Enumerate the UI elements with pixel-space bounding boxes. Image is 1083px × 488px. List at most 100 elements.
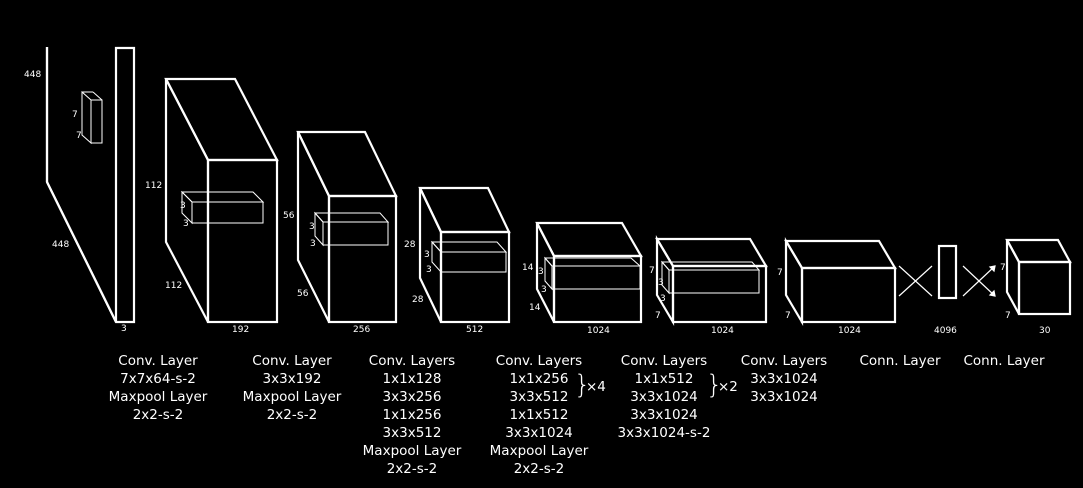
block-4-width-label: 14 [529,303,541,313]
caption-fc-2: Conn. Layer [952,352,1056,370]
caption-block-6: Conv. Layers 3x3x1024 3x3x1024 [728,352,840,406]
caption-line: Conv. Layer [252,353,332,369]
block-3-height-label: 28 [404,240,416,250]
caption-line: 3x3x1024-s-2 [617,425,711,441]
caption-line: 3x3x512 [382,425,442,441]
caption-line: Conv. Layers [740,353,828,369]
caption-line: 3x3x192 [262,371,322,387]
caption-line: 1x1x128 [382,371,442,387]
input-block: 448 448 3 7 7 [24,46,136,334]
repeat-group: 1x1x512 3x3x1024 } ×2 [608,370,738,406]
caption-line: 1x1x512 [634,371,694,387]
caption-line: 7x7x64-s-2 [120,371,196,387]
output-width-label: 7 [1005,311,1011,321]
caption-fc-1: Conn. Layer [848,352,952,370]
caption-line: 3x3x1024 [630,389,698,405]
block-5-width-label: 7 [655,311,661,321]
caption-line: 1x1x256 [382,407,442,423]
output-height-label: 7 [1000,263,1006,273]
output-channel-label: 30 [1039,326,1051,336]
caption-line: 3x3x1024 [750,389,818,405]
connection-arrows-1 [898,265,933,297]
caption-line: Maxpool Layer [108,389,208,405]
caption-line: Conv. Layers [620,353,708,369]
block-2-kernel [313,211,390,247]
caption-block-2: Conv. Layer 3x3x192 Maxpool Layer 2x2-s-… [232,352,352,424]
block-5-height-label: 7 [649,266,655,276]
caption-line: Conv. Layers [495,353,583,369]
block-5-kernel-label-2: 3 [660,294,666,304]
caption-block-1: Conv. Layer 7x7x64-s-2 Maxpool Layer 2x2… [98,352,218,424]
caption-line: Maxpool Layer [362,443,462,459]
block-3-kernel-label-1: 3 [424,250,430,260]
fc-layer-4096: 4096 [934,244,957,336]
block-2-width-label: 56 [297,289,309,299]
fc-channel-label: 4096 [934,326,957,336]
block-4-height-label: 14 [522,263,534,273]
block-1-kernel [180,190,265,225]
block-1-kernel-label-1: 3 [180,201,186,211]
block-5: 7 7 1024 3 3 [649,234,768,336]
input-width-label: 448 [52,240,69,250]
input-kernel [81,90,103,145]
repeat-brace: } [574,370,591,400]
block-1: 112 112 192 3 3 [145,77,279,335]
repeat-brace: } [706,370,723,400]
caption-line: 2x2-s-2 [132,407,184,423]
caption-line: 3x3x1024 [505,425,573,441]
block-2-height-label: 56 [283,211,295,221]
repeat-multiplier: ×4 [586,379,606,395]
input-channel-label: 3 [121,324,127,334]
caption-line: 2x2-s-2 [386,461,438,477]
caption-line: 3x3x1024 [630,407,698,423]
block-4-kernel-label-2: 3 [541,285,547,295]
block-6-channel-label: 1024 [838,326,861,336]
block-3: 28 28 512 3 3 [404,186,511,335]
block-3-channel-label: 512 [466,325,483,335]
block-2-kernel-label-1: 3 [309,222,315,232]
caption-line: 3x3x256 [382,389,442,405]
block-4-kernel [543,256,642,291]
block-2: 56 56 256 3 3 [283,130,398,335]
caption-line: Conv. Layers [368,353,456,369]
caption-block-3: Conv. Layers 1x1x128 3x3x256 1x1x256 3x3… [352,352,472,478]
caption-line: 3x3x1024 [750,371,818,387]
input-kernel-label-1: 7 [72,110,78,120]
caption-line: 2x2-s-2 [513,461,565,477]
block-3-width-label: 28 [412,295,424,305]
block-3-kernel-label-2: 3 [426,265,432,275]
block-1-width-label: 112 [165,281,182,291]
caption-line: 3x3x512 [509,389,569,405]
caption-line: Maxpool Layer [489,443,589,459]
caption-line: Conn. Layer [963,353,1045,369]
caption-line: 2x2-s-2 [266,407,318,423]
caption-line: Conv. Layer [118,353,198,369]
block-4-kernel-label-1: 3 [538,267,544,277]
caption-line: Conn. Layer [859,353,941,369]
block-5-channel-label: 1024 [711,326,734,336]
block-1-height-label: 112 [145,181,162,191]
caption-line: Maxpool Layer [242,389,342,405]
caption-line: 1x1x256 [509,371,569,387]
block-6-height-label: 7 [777,268,783,278]
caption-block-4: Conv. Layers 1x1x256 3x3x512 } ×4 1x1x51… [480,352,606,478]
block-3-kernel [430,240,508,274]
block-5-kernel [660,260,761,295]
input-height-label: 448 [24,70,41,80]
connection-arrows-2 [962,265,996,297]
block-2-kernel-label-2: 3 [310,239,316,249]
input-kernel-label-2: 7 [76,131,82,141]
block-4: 14 14 1024 3 3 [522,221,643,336]
block-6: 7 7 1024 [777,236,897,336]
block-5-kernel-label-1: 3 [658,278,664,288]
repeat-multiplier: ×2 [718,379,738,395]
output-block: 7 7 30 [1000,238,1072,336]
caption-line: 1x1x512 [509,407,569,423]
repeat-group: 1x1x256 3x3x512 } ×4 [480,370,606,406]
block-1-kernel-label-2: 3 [183,219,189,229]
block-1-channel-label: 192 [232,325,249,335]
block-6-width-label: 7 [785,311,791,321]
caption-block-5: Conv. Layers 1x1x512 3x3x1024 } ×2 3x3x1… [608,352,738,442]
block-4-channel-label: 1024 [587,326,610,336]
